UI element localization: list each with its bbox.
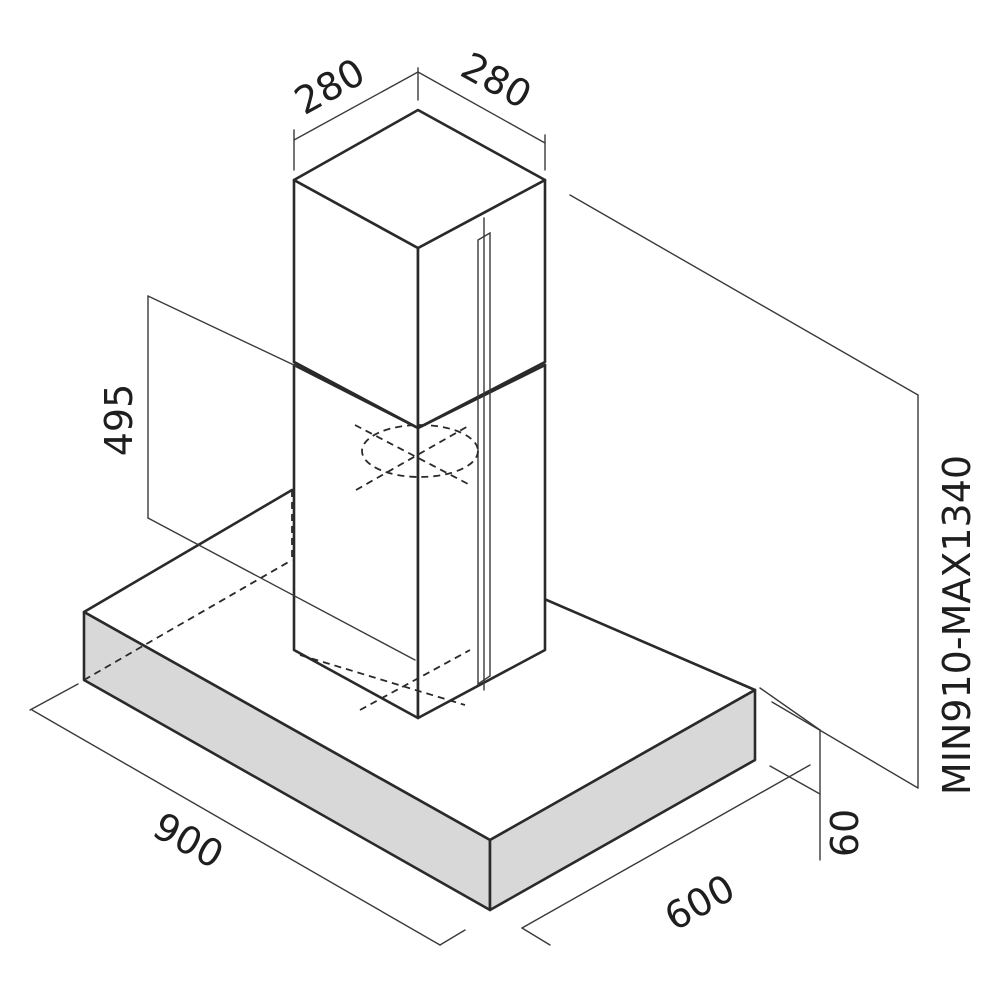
dim-60-ext-top xyxy=(759,687,821,731)
dim-total-ext-top xyxy=(569,194,919,396)
dim-600-ext-left xyxy=(521,927,551,946)
chimney-joint-line xyxy=(292,360,547,430)
duct-hidden-lines xyxy=(299,424,479,711)
dim-495-ext-bottom xyxy=(147,517,416,661)
dim-label-total-height: MIN910-MAX1340 xyxy=(935,455,979,795)
duct-center-line-b xyxy=(354,424,471,486)
dim-label-495: 495 xyxy=(97,384,141,457)
dim-900-ext-right xyxy=(439,929,466,946)
dim-495-ext-top xyxy=(147,295,297,367)
hood-side-face xyxy=(488,688,757,912)
dim-280-right-line xyxy=(417,71,546,144)
hood-center-line-b xyxy=(299,654,466,706)
dim-label-600: 600 xyxy=(657,866,742,940)
dim-label-280-left: 280 xyxy=(287,50,372,124)
duct-outlet-ellipse xyxy=(361,424,479,478)
dim-60-ext-bottom xyxy=(769,765,821,795)
chimney-slot xyxy=(477,231,491,686)
dim-900-ext-left xyxy=(29,683,79,711)
dim-600-line xyxy=(521,764,811,929)
dim-label-60: 60 xyxy=(823,809,867,857)
dim-total-ext-bottom xyxy=(771,701,919,789)
dim-label-280-right: 280 xyxy=(454,44,539,118)
hood-hidden-edge-back xyxy=(83,559,293,681)
dim-900-line xyxy=(31,709,441,946)
chimney-top-opening xyxy=(292,108,547,250)
chimney-upper xyxy=(292,108,547,691)
hood-center-line-a xyxy=(359,649,471,711)
dimension-lines xyxy=(29,67,919,946)
duct-center-line-a xyxy=(355,424,471,491)
dim-280-left-line xyxy=(293,71,419,141)
dim-label-900: 900 xyxy=(146,804,231,878)
